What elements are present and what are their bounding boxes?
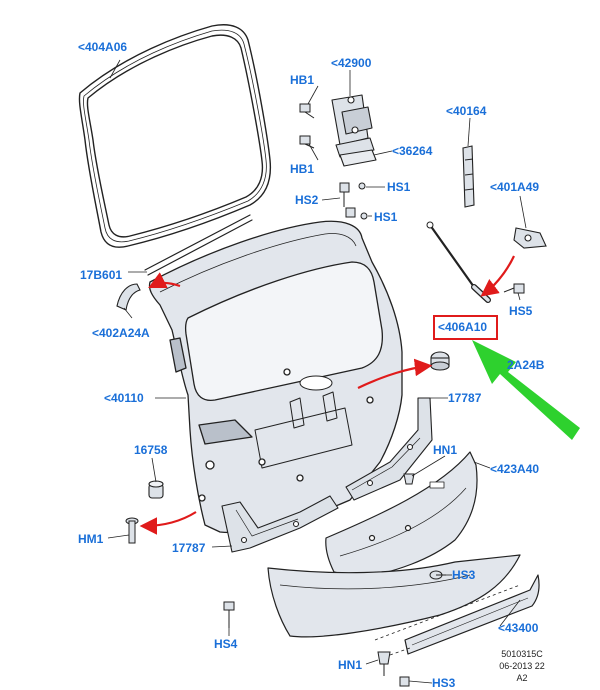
label-404A06: <404A06 xyxy=(78,40,128,54)
lower-trim-423A40 xyxy=(325,451,478,579)
small-trim-clip xyxy=(116,283,141,311)
strut-mount-bracket xyxy=(513,227,547,249)
label-17787-left: 17787 xyxy=(172,541,206,555)
hs4-bolt xyxy=(223,601,235,628)
red-arrow-strut-mount xyxy=(480,255,515,297)
hs3-bolt-mid xyxy=(429,570,446,580)
liftgate-panel xyxy=(148,220,403,534)
spoiler-trim-strip xyxy=(144,214,253,276)
label-hs2: HS2 xyxy=(295,193,319,207)
locator-dashed-lines xyxy=(374,584,521,656)
label-43400: <43400 xyxy=(498,621,539,635)
red-arrows xyxy=(139,255,515,535)
label-hs4: HS4 xyxy=(214,637,238,651)
label-hs1-b: HS1 xyxy=(374,210,398,224)
trim-panel-right xyxy=(345,397,433,501)
finisher-strip-43400 xyxy=(404,574,540,655)
label-406A10: <406A10 xyxy=(438,320,488,334)
label-hs3-mid: HS3 xyxy=(452,568,476,582)
label-40110: <40110 xyxy=(104,391,144,405)
gas-strut xyxy=(426,221,491,303)
green-callout-arrow xyxy=(472,340,580,440)
strut-upper-bracket xyxy=(462,145,475,208)
hn1-clip-top xyxy=(403,473,415,485)
label-hs1-a: HS1 xyxy=(387,180,411,194)
label-42900: <42900 xyxy=(331,56,372,70)
label-hs3-bottom: HS3 xyxy=(432,676,456,690)
label-17787-right: 17787 xyxy=(448,391,482,405)
label-36264: <36264 xyxy=(392,144,433,158)
label-hn1-bottom: HN1 xyxy=(338,658,363,672)
label-40164: <40164 xyxy=(446,104,487,118)
weatherstrip-seal xyxy=(78,24,272,248)
label-hs5: HS5 xyxy=(509,304,533,318)
label-hb1-top: HB1 xyxy=(290,73,315,87)
hm1-screw xyxy=(125,517,139,544)
label-402A24A: <402A24A xyxy=(92,326,150,340)
red-arrow-bump-stop xyxy=(357,358,433,389)
red-arrow-trim-clip xyxy=(148,272,181,288)
trim-panel-left xyxy=(221,495,339,553)
label-401A49: <401A49 xyxy=(490,180,540,194)
rubber-bumper xyxy=(148,480,164,499)
hs3-bolt-bottom xyxy=(399,676,410,687)
label-17B601: 17B601 xyxy=(80,268,123,282)
label-hm1: HM1 xyxy=(78,532,104,546)
label-16758: 16758 xyxy=(134,443,168,457)
hn1-clip-bottom xyxy=(377,651,391,676)
label-hn1-top: HN1 xyxy=(433,443,458,457)
footer-date: 06-2013 22 xyxy=(499,661,545,671)
red-arrow-screw xyxy=(139,511,197,535)
bump-stop xyxy=(430,351,450,371)
footer-rev: A2 xyxy=(516,673,528,683)
label-423A40: <423A40 xyxy=(490,462,540,476)
hinge-bolts xyxy=(299,103,368,220)
hs5-bolt xyxy=(503,283,525,294)
footer-code: 5010315C xyxy=(501,649,543,659)
label-hb1-bottom: HB1 xyxy=(290,162,315,176)
hinge-assembly xyxy=(331,94,377,167)
leader-lines xyxy=(107,59,527,684)
label-2A24B: 2A24B xyxy=(507,358,545,372)
highlight-box-406A10 xyxy=(433,315,498,340)
